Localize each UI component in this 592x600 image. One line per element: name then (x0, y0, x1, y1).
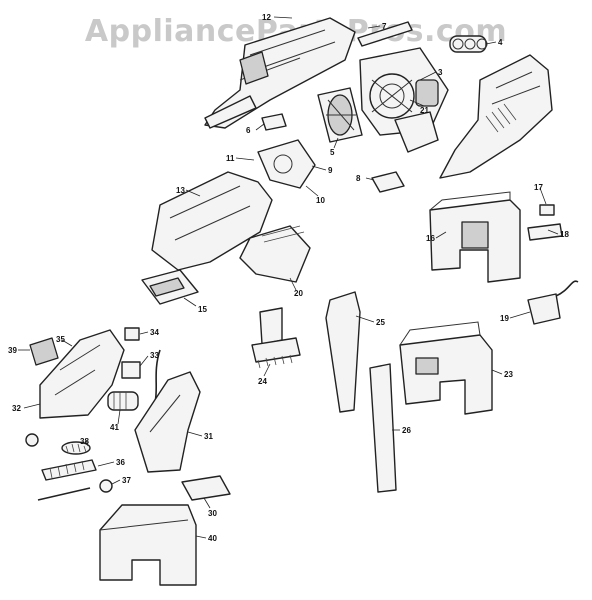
part-18 (527, 223, 563, 241)
part-nozzle-body (151, 171, 273, 271)
part-number-label: 33 (150, 351, 159, 360)
part-37 (99, 479, 113, 493)
part-39 (29, 337, 59, 366)
part-number-label: 41 (110, 423, 119, 432)
part-number-label: 30 (208, 509, 217, 518)
part-number-label: 31 (204, 432, 213, 441)
part-motor-small (107, 391, 139, 411)
part-number-label: 34 (150, 328, 159, 337)
part-17 (539, 204, 555, 216)
part-number-label: 13 (176, 186, 185, 195)
part-crevice-tool (325, 291, 361, 413)
part-6 (261, 113, 287, 131)
part-adapter (527, 280, 579, 325)
part-number-label: 23 (504, 370, 513, 379)
part-nozzle-connector (257, 139, 316, 189)
part-battery-pack (449, 35, 488, 53)
part-number-label: 21 (420, 106, 429, 115)
part-number-label: 20 (294, 289, 303, 298)
part-number-label: 8 (356, 174, 361, 183)
part-brush (251, 307, 301, 369)
part-number-label: 3 (438, 68, 443, 77)
part-number-label: 9 (328, 166, 333, 175)
part-number-label: 36 (116, 458, 125, 467)
part-number-label: 35 (56, 335, 65, 344)
part-base-cover (99, 504, 197, 586)
leader-lines (18, 16, 559, 539)
part-brush-roll (37, 459, 97, 501)
part-number-label: 38 (80, 437, 89, 446)
part-number-label: 11 (226, 154, 235, 163)
part-number-label: 12 (262, 13, 271, 22)
part-lower-bracket (394, 111, 439, 153)
part-upper-housing (204, 17, 356, 129)
part-fan (317, 87, 363, 143)
part-strip (357, 21, 413, 47)
part-number-label: 18 (560, 230, 569, 239)
part-number-label: 10 (316, 196, 325, 205)
part-number-label: 25 (376, 318, 385, 327)
part-number-label: 15 (198, 305, 207, 314)
part-number-label: 37 (122, 476, 131, 485)
part-number-label: 24 (258, 377, 267, 386)
part-end-cap (25, 433, 39, 447)
part-number-label: 4 (498, 38, 503, 47)
part-handle-housing (439, 54, 553, 179)
part-number-label: 19 (500, 314, 509, 323)
part-number-label: 40 (208, 534, 217, 543)
part-number-label: 32 (12, 404, 21, 413)
part-filter (181, 475, 231, 501)
part-8 (371, 171, 405, 193)
part-number-label: 16 (426, 234, 435, 243)
part-charging-base (429, 191, 521, 283)
part-number-label: 39 (8, 346, 17, 355)
part-number-label: 7 (382, 22, 387, 31)
part-nozzle-tip (141, 269, 199, 305)
part-extension-wand (369, 363, 397, 493)
part-34 (124, 327, 140, 341)
part-number-label: 6 (246, 126, 251, 135)
part-right-housing-31 (134, 371, 201, 473)
part-charger-base (399, 321, 493, 415)
part-33 (121, 361, 141, 379)
part-belt (61, 441, 91, 455)
part-left-housing (39, 329, 125, 419)
part-number-label: 17 (534, 183, 543, 192)
part-number-label: 5 (330, 148, 335, 157)
part-number-label: 26 (402, 426, 411, 435)
part-attachment (239, 225, 311, 283)
part-number-labels: 12 7 4 3 21 6 5 11 9 10 8 13 17 16 18 20 15 19 25 34 35 39 33 2… (8, 13, 569, 543)
